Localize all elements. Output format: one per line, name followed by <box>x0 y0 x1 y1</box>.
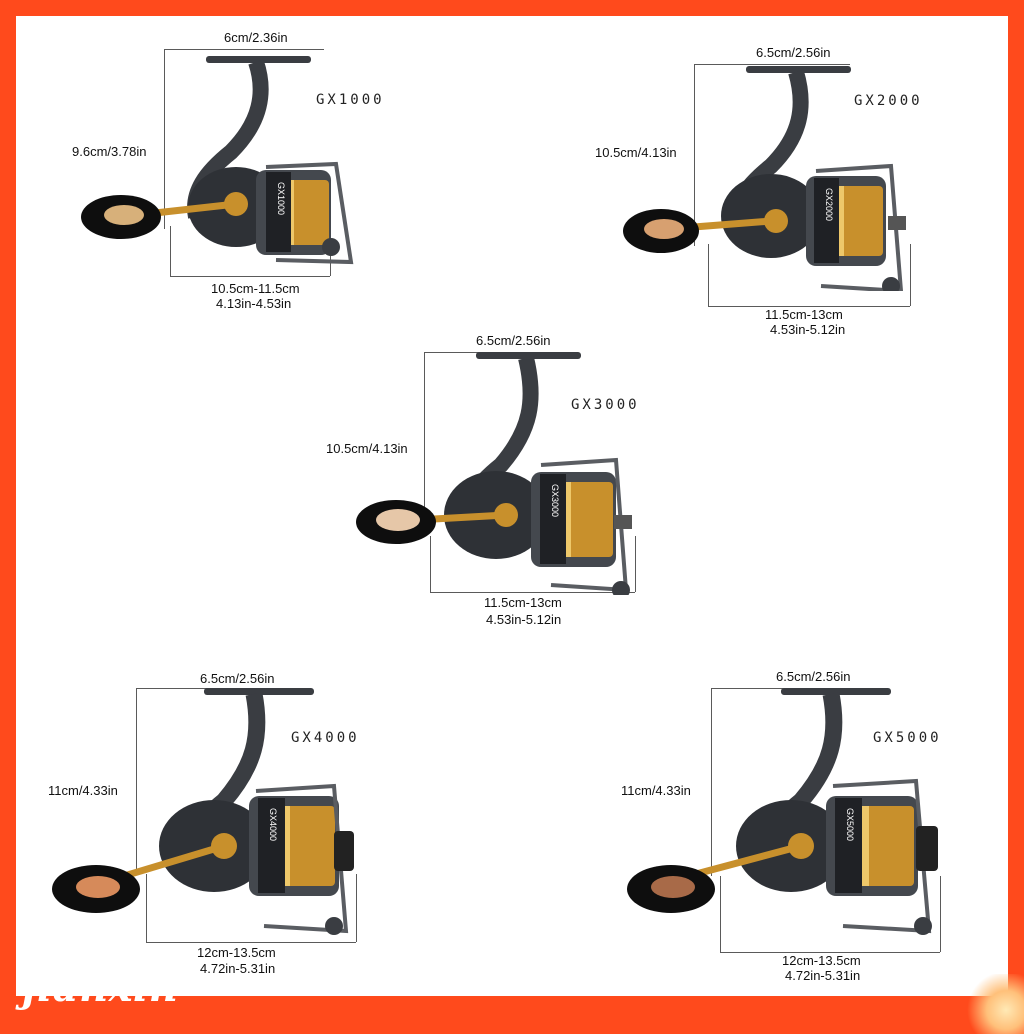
height-label: 11cm/4.33in <box>621 783 691 798</box>
svg-text:GX4000: GX4000 <box>268 808 278 841</box>
length-cm-label: 11.5cm-13cm <box>484 595 562 610</box>
dimension-line <box>164 49 165 229</box>
dimension-line <box>720 876 721 952</box>
spinning-reel-icon: GX4000 <box>52 688 354 935</box>
spinning-reel-icon: GX1000 <box>81 56 354 265</box>
dimension-line <box>711 688 712 876</box>
dimension-line <box>910 244 911 306</box>
model-label: GX5000 <box>873 730 942 746</box>
dimension-line <box>430 536 431 592</box>
svg-text:GX3000: GX3000 <box>550 484 560 517</box>
dimension-line <box>708 306 910 307</box>
dimension-line <box>694 64 695 246</box>
spinning-reel-icon: GX2000 <box>623 66 906 291</box>
svg-text:GX5000: GX5000 <box>845 808 855 841</box>
dimension-line <box>720 952 940 953</box>
dimension-line <box>170 276 330 277</box>
length-in-label: 4.13in-4.53in <box>216 296 292 311</box>
length-in-label: 4.53in-5.12in <box>770 322 846 337</box>
dimension-line <box>136 688 137 873</box>
dimension-line <box>430 592 635 593</box>
model-label: GX1000 <box>316 92 385 108</box>
width-label: 6.5cm/2.56in <box>476 333 551 348</box>
brand-watermark: jianxin <box>22 964 179 1011</box>
height-label: 11cm/4.33in <box>48 783 118 798</box>
model-label: GX3000 <box>571 397 640 413</box>
width-label: 6.5cm/2.56in <box>200 671 275 686</box>
height-label: 10.5cm/4.13in <box>326 441 408 456</box>
dimension-line <box>170 226 171 276</box>
dimension-line <box>694 64 850 65</box>
svg-text:GX1000: GX1000 <box>276 182 286 215</box>
spinning-reel-icon: GX5000 <box>627 688 938 935</box>
model-label: GX2000 <box>854 93 923 109</box>
length-in-label: 4.72in-5.31in <box>785 968 861 983</box>
dimension-line <box>164 49 324 50</box>
length-in-label: 4.53in-5.12in <box>486 612 562 627</box>
width-label: 6.5cm/2.56in <box>756 45 831 60</box>
dimension-line <box>356 874 357 942</box>
length-cm-label: 12cm-13.5cm <box>782 953 861 968</box>
dimension-line <box>146 942 356 943</box>
length-in-label: 4.72in-5.31in <box>200 961 276 976</box>
height-label: 9.6cm/3.78in <box>72 144 147 159</box>
height-label: 10.5cm/4.13in <box>595 145 677 160</box>
length-cm-label: 12cm-13.5cm <box>197 945 276 960</box>
spinning-reel-icon: GX3000 <box>356 352 632 595</box>
dimension-line <box>146 874 147 942</box>
length-cm-label: 11.5cm-13cm <box>765 307 843 322</box>
dimension-line <box>635 536 636 592</box>
corner-decoration <box>964 974 1024 1034</box>
dimension-line <box>424 352 425 534</box>
model-label: GX4000 <box>291 730 360 746</box>
width-label: 6cm/2.36in <box>224 30 288 45</box>
length-cm-label: 10.5cm-11.5cm <box>211 281 300 296</box>
product-image: 6cm/2.36in GX1000 9.6cm/3.78in 10.5cm-11… <box>16 16 1008 996</box>
dimension-line <box>708 244 709 306</box>
svg-text:GX2000: GX2000 <box>824 188 834 221</box>
dimension-line <box>940 876 941 952</box>
width-label: 6.5cm/2.56in <box>776 669 851 684</box>
